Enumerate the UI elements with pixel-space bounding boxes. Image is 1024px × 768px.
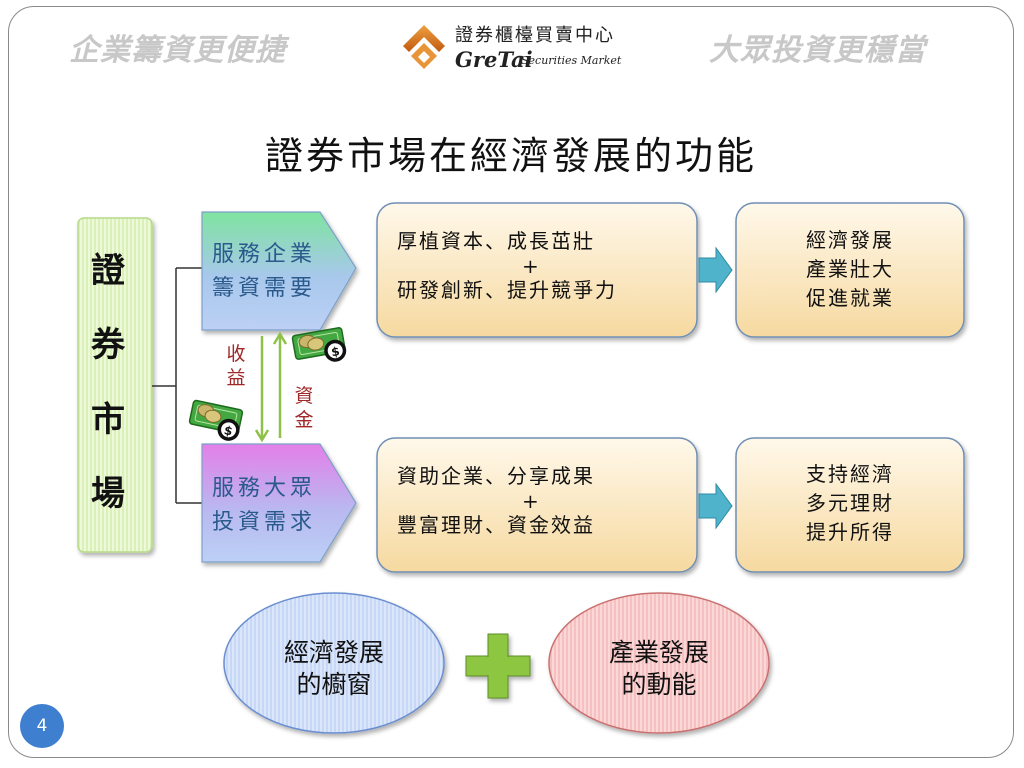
market-label: 證 券 市 場 — [70, 212, 146, 546]
logo-subtitle: Securities Market — [521, 54, 622, 67]
benefit-top-text: 厚植資本、成長茁壯 + 研發創新、提升競爭力 — [377, 227, 697, 305]
page-title: 證券市場在經濟發展的功能 — [264, 134, 757, 178]
money-icon-top: $ — [291, 327, 347, 362]
benefit-plus: + — [522, 254, 541, 278]
benefit-line: 研發創新、提升競爭力 — [397, 278, 617, 302]
svg-text:$: $ — [223, 423, 234, 438]
benefit-bottom-text: 資助企業、分享成果 + 豐富理財、資金效益 — [377, 462, 697, 540]
outcome-box-bottom — [735, 437, 965, 573]
gretai-logo-icon — [403, 25, 445, 69]
benefit-line: 厚植資本、成長茁壯 — [397, 229, 595, 253]
pentagon-public — [201, 443, 357, 563]
market-bar — [77, 217, 153, 553]
outcome-line: 提升所得 — [806, 520, 894, 544]
outcome-line: 產業壯大 — [806, 257, 894, 281]
logo-brand: GreTai — [455, 47, 533, 72]
outcome-line: 支持經濟 — [806, 462, 894, 486]
returns-char: 益 — [226, 367, 246, 389]
funds-label: 資 金 — [292, 384, 316, 432]
service-enterprise-label: 服務企業 籌資需要 — [212, 238, 316, 306]
market-char: 場 — [91, 474, 125, 515]
outcome-line: 促進就業 — [806, 286, 894, 310]
arrow-top — [698, 246, 733, 294]
bracket-connector — [152, 267, 202, 504]
ellipse-line: 產業發展 — [608, 638, 709, 667]
service-line: 籌資需要 — [212, 276, 317, 301]
returns-char: 收 — [226, 343, 246, 365]
slogan-right: 大眾投資更穩當 — [709, 33, 926, 68]
outcome-box-top — [735, 202, 965, 338]
outcome-line: 多元理財 — [806, 491, 894, 515]
service-line: 服務企業 — [212, 242, 317, 267]
gretai-logo: 證券櫃檯買賣中心 GreTai Securities Market — [399, 19, 629, 79]
funds-char: 金 — [294, 409, 314, 431]
outcome-top-text: 經濟發展 產業壯大 促進就業 — [736, 226, 964, 313]
outcome-line: 經濟發展 — [806, 228, 894, 252]
returns-label: 收 益 — [224, 342, 248, 390]
ellipse-right-text: 產業發展 的動能 — [559, 637, 759, 701]
service-line: 服務大眾 — [212, 476, 317, 501]
money-icon-bottom: $ — [188, 399, 244, 441]
benefit-line: 資助企業、分享成果 — [397, 464, 595, 488]
market-char: 市 — [91, 399, 125, 440]
outcome-bottom-text: 支持經濟 多元理財 提升所得 — [736, 460, 964, 547]
svg-text:$: $ — [330, 344, 341, 359]
market-char: 證 — [91, 250, 125, 291]
ellipse-line: 的櫥窗 — [296, 670, 372, 699]
funds-arrow — [272, 331, 288, 438]
page-number-badge: 4 — [20, 704, 64, 748]
benefit-box-bottom — [376, 437, 698, 573]
benefit-line: 豐富理財、資金效益 — [397, 513, 595, 537]
ellipse-left-text: 經濟發展 的櫥窗 — [234, 637, 434, 701]
market-char: 券 — [91, 325, 125, 366]
ellipse-line: 的動能 — [621, 670, 697, 699]
logo-chinese-name: 證券櫃檯買賣中心 — [455, 25, 615, 46]
ellipse-right — [548, 592, 770, 734]
slogan-left: 企業籌資更便捷 — [69, 33, 286, 68]
benefit-box-top — [376, 202, 698, 338]
funds-char: 資 — [294, 385, 314, 407]
ellipse-left — [223, 592, 445, 734]
ellipse-line: 經濟發展 — [283, 638, 384, 667]
benefit-plus: + — [522, 489, 541, 513]
service-public-label: 服務大眾 投資需求 — [212, 472, 316, 540]
pentagon-enterprise — [201, 211, 357, 331]
arrow-bottom — [698, 482, 733, 530]
returns-arrow — [254, 336, 270, 443]
plus-icon — [465, 633, 531, 699]
service-line: 投資需求 — [212, 510, 317, 535]
